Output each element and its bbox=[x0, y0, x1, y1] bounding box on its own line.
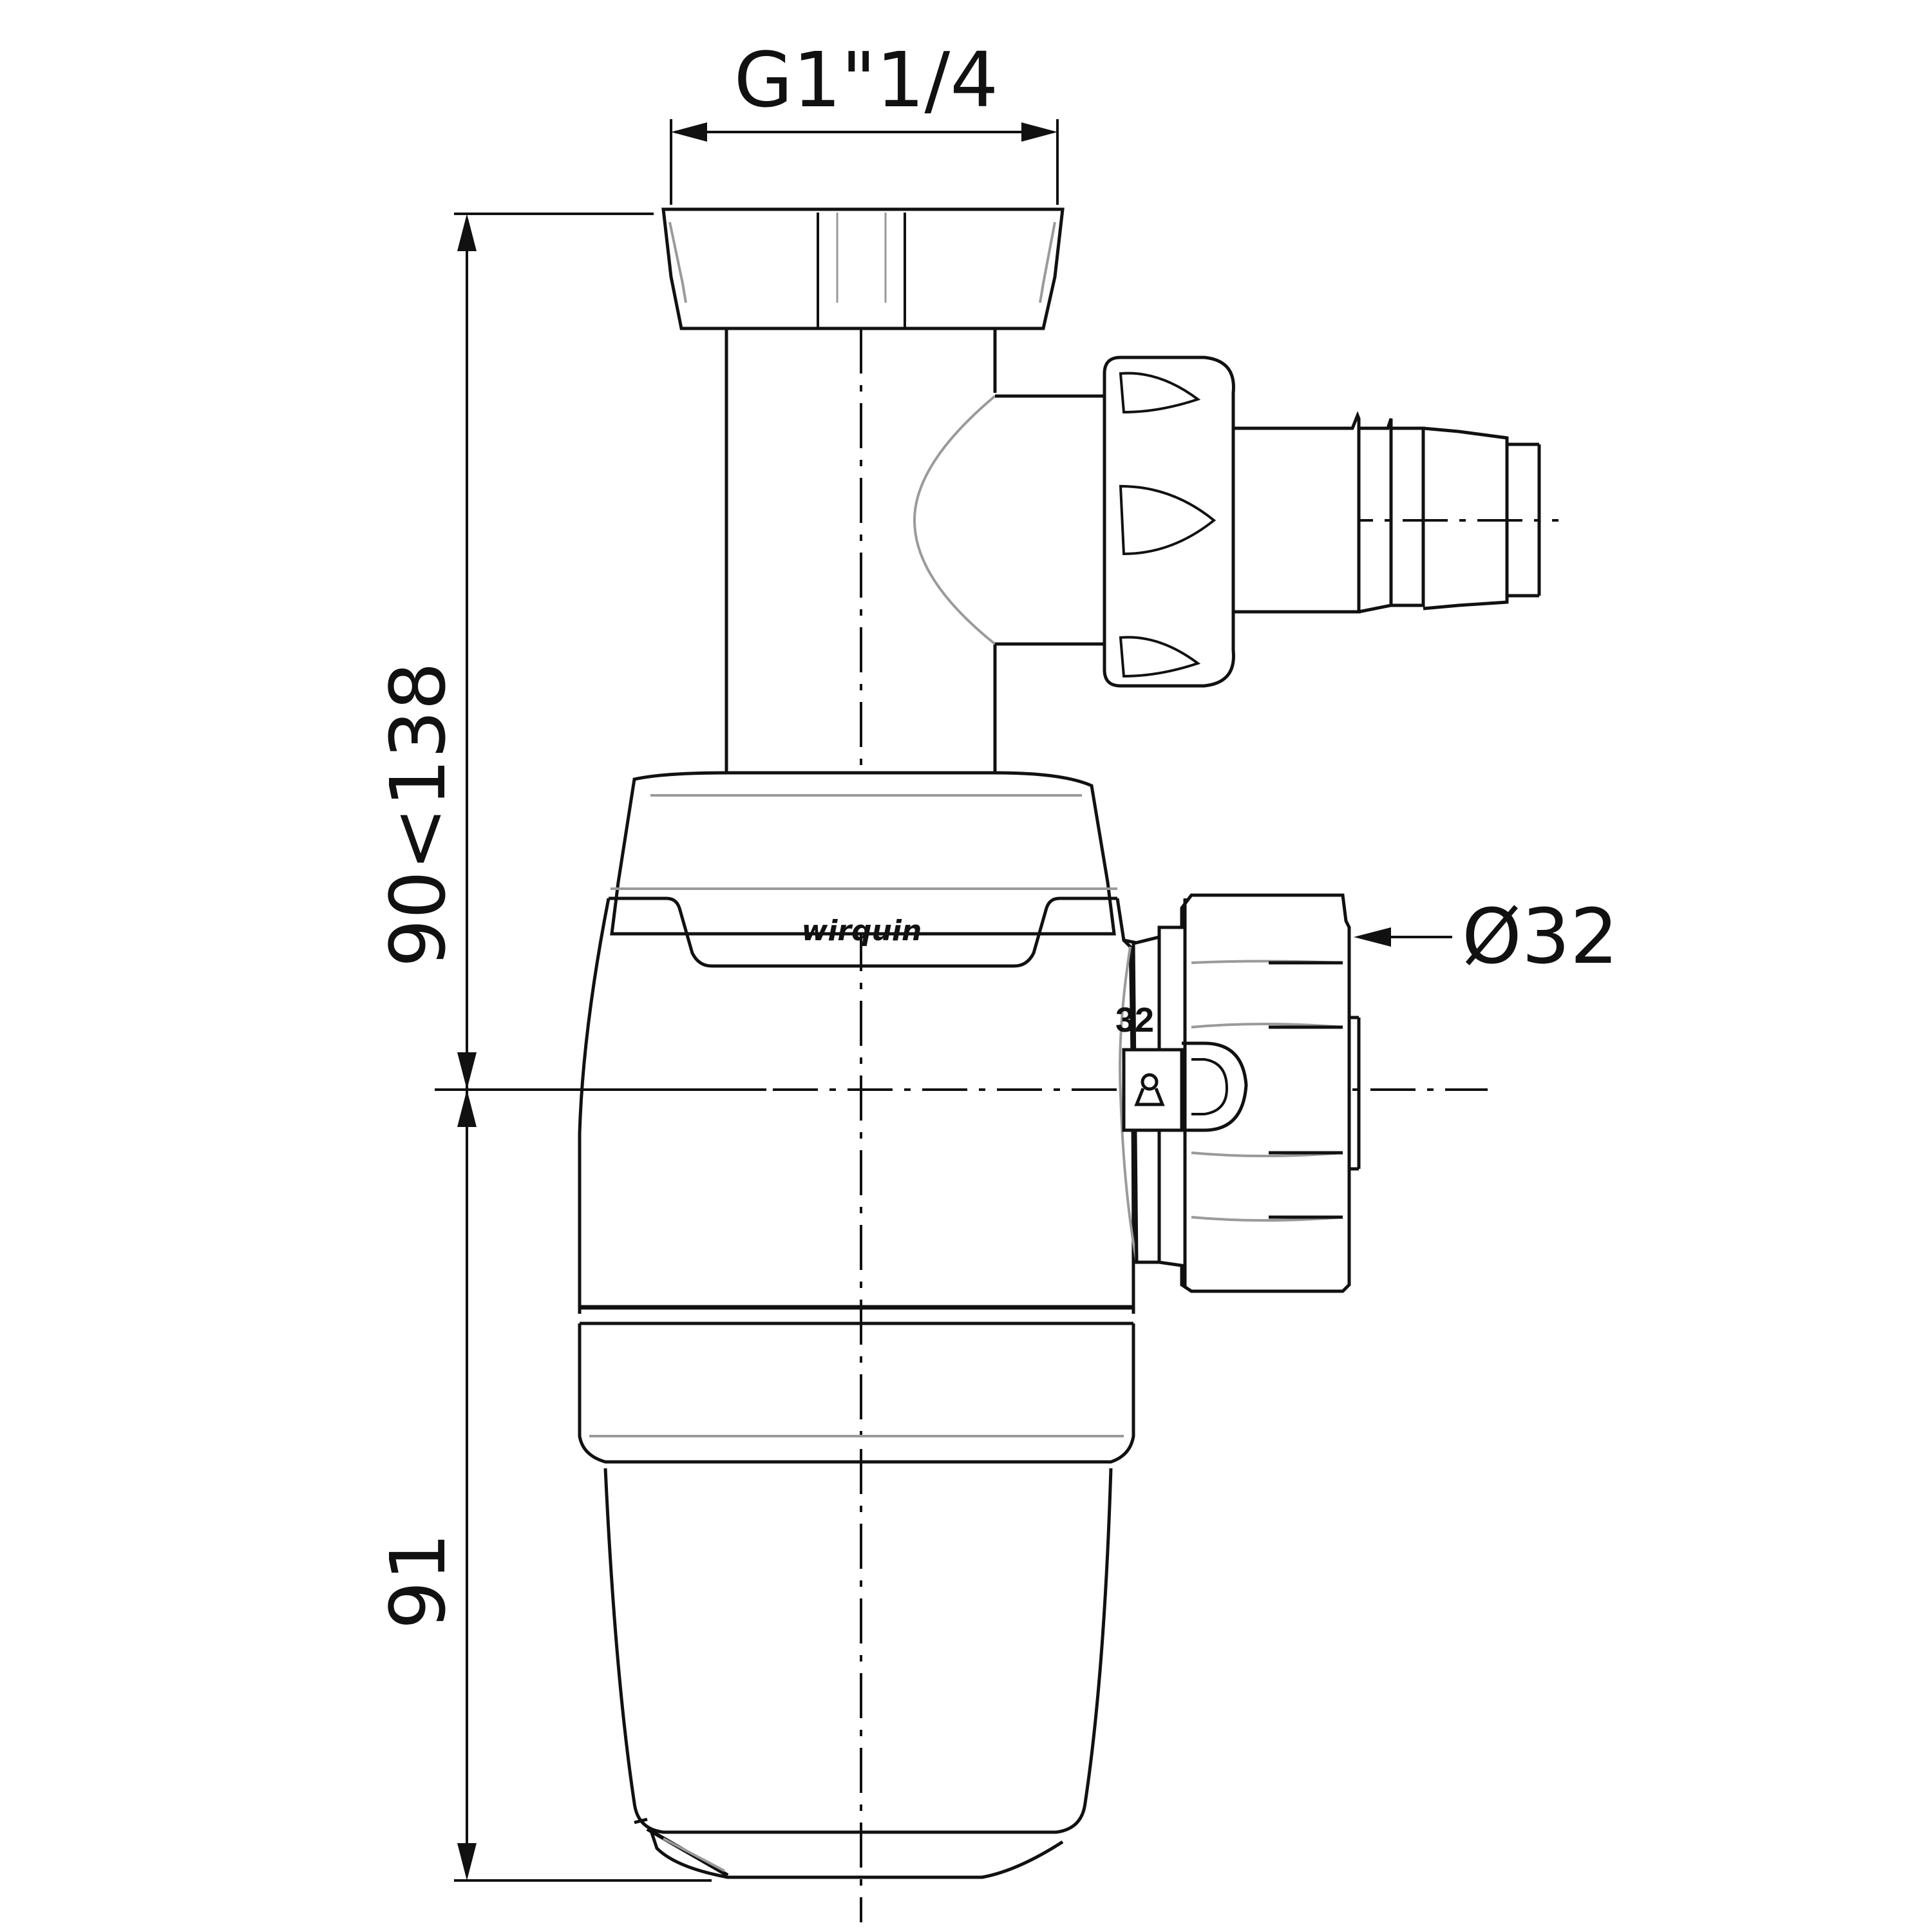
dimension-arrows bbox=[457, 122, 1391, 1880]
top-nut bbox=[661, 207, 1065, 330]
dimension-lines bbox=[435, 119, 1452, 1882]
brand-logo: wirquin bbox=[802, 914, 922, 947]
side-inlet-branch bbox=[995, 355, 1541, 688]
outlet-nut bbox=[1119, 893, 1361, 1293]
outlet-size-marking: 32 bbox=[1115, 1001, 1154, 1039]
lower-height-label: 91 bbox=[374, 1533, 462, 1629]
vertical-tube bbox=[724, 328, 997, 773]
outlet-diameter-label: Ø32 bbox=[1462, 892, 1618, 981]
height-range-label: 90<138 bbox=[374, 662, 462, 967]
bottle-body bbox=[578, 771, 1157, 1879]
thread-size-label: G1"1/4 bbox=[734, 35, 999, 124]
